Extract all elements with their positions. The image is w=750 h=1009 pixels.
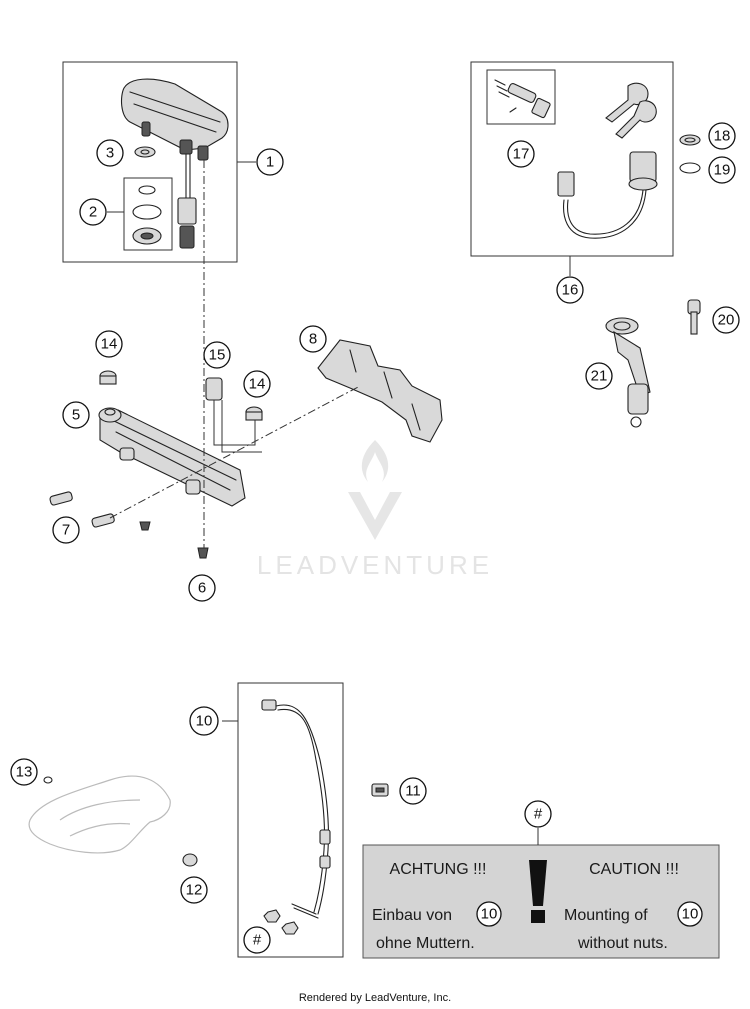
svg-text:7: 7 <box>62 522 70 539</box>
caution-en-line1: Mounting of <box>564 907 648 924</box>
callout-20[interactable]: 20 <box>712 306 740 334</box>
callout-14b[interactable]: 14 <box>243 370 271 398</box>
callout-6[interactable]: 6 <box>188 574 216 602</box>
callout-13[interactable]: 13 <box>10 758 38 786</box>
part-11-connector <box>371 783 389 797</box>
callout-16[interactable]: 16 <box>556 276 584 304</box>
part-7-bolts <box>49 491 151 531</box>
svg-text:14: 14 <box>249 376 266 393</box>
callout-7[interactable]: 7 <box>52 516 80 544</box>
svg-text:5: 5 <box>72 407 80 424</box>
svg-text:11: 11 <box>405 783 421 800</box>
svg-text:21: 21 <box>591 368 608 385</box>
cable-box <box>237 682 344 958</box>
part-12-nut <box>182 853 198 867</box>
svg-text:3: 3 <box>106 145 114 162</box>
part-20-key-icon <box>687 299 701 335</box>
watermark: LEADVENTURE <box>257 440 493 580</box>
watermark-text: LEADVENTURE <box>257 550 493 580</box>
callout-14a[interactable]: 14 <box>95 330 123 358</box>
keys-icon <box>605 82 657 139</box>
part-10-cable <box>261 699 331 919</box>
callout-hash-bottom[interactable]: # <box>243 926 271 954</box>
caution-de-ref-circle <box>476 901 502 927</box>
watermark-logo-icon <box>348 440 402 540</box>
svg-text:2: 2 <box>89 204 97 221</box>
svg-text:20: 20 <box>718 312 735 329</box>
callout-17[interactable]: 17 <box>507 140 535 168</box>
part-17-box <box>486 69 556 125</box>
leader-15 <box>213 400 256 446</box>
part-5-grommet <box>98 407 122 423</box>
svg-text:17: 17 <box>513 146 530 163</box>
callout-5[interactable]: 5 <box>62 401 90 429</box>
callout-1[interactable]: 1 <box>256 148 284 176</box>
part-13-clip <box>43 776 53 784</box>
callout-18[interactable]: 18 <box>708 122 736 150</box>
part-14-grommet-left <box>99 370 117 385</box>
svg-text:19: 19 <box>714 162 731 179</box>
lock-set-box <box>470 61 674 257</box>
part-6-screw <box>197 547 209 559</box>
caution-en-heading: CAUTION !!! <box>589 861 679 878</box>
part-18-washer <box>679 134 701 146</box>
caution-de-ref: 10 <box>481 906 498 923</box>
caution-panel: ACHTUNG !!! CAUTION !!! Einbau von 10 oh… <box>362 844 720 959</box>
nuts-icon <box>263 909 299 935</box>
svg-text:10: 10 <box>196 713 213 730</box>
leader-14b <box>221 400 262 453</box>
svg-text:16: 16 <box>562 282 579 299</box>
svg-text:6: 6 <box>198 580 206 597</box>
caution-de-line2: ohne Muttern. <box>376 935 475 952</box>
caution-en-line2: without nuts. <box>577 935 668 952</box>
part-8-bracket <box>317 339 443 443</box>
callout-19[interactable]: 19 <box>708 156 736 184</box>
callout-hash-top[interactable]: # <box>524 800 552 828</box>
part-2-seals <box>132 185 162 245</box>
part-3-washer <box>134 146 156 158</box>
callout-8[interactable]: 8 <box>299 325 327 353</box>
caution-de-line1: Einbau von <box>372 907 452 924</box>
svg-text:#: # <box>534 806 543 823</box>
instrument-cluster <box>120 78 229 249</box>
part-2-box <box>123 177 173 251</box>
svg-text:13: 13 <box>16 764 33 781</box>
svg-text:8: 8 <box>309 331 317 348</box>
callout-12[interactable]: 12 <box>180 876 208 904</box>
svg-text:15: 15 <box>209 347 226 364</box>
callout-15[interactable]: 15 <box>203 341 231 369</box>
frame-outline <box>28 775 171 854</box>
part-15-spacer <box>205 377 223 401</box>
caution-de-heading: ACHTUNG !!! <box>390 861 487 878</box>
part-14-grommet-right <box>245 406 263 421</box>
callout-21[interactable]: 21 <box>585 362 613 390</box>
ignition-switch <box>557 151 658 239</box>
callout-2[interactable]: 2 <box>79 198 107 226</box>
callout-11[interactable]: 11 <box>399 777 427 805</box>
callout-10[interactable]: 10 <box>189 706 219 736</box>
footer-credit: Rendered by LeadVenture, Inc. <box>299 992 451 1004</box>
svg-text:18: 18 <box>714 128 731 145</box>
part-21-seat-lock <box>605 317 651 428</box>
axis-line-diagonal <box>109 385 361 519</box>
callout-3[interactable]: 3 <box>96 139 124 167</box>
svg-text:1: 1 <box>266 154 274 171</box>
svg-text:14: 14 <box>101 336 118 353</box>
caution-en-ref: 10 <box>682 906 699 923</box>
exclamation-mark-icon <box>529 860 547 923</box>
part-17-lock-cylinder <box>494 79 551 119</box>
mounting-bracket <box>99 409 246 507</box>
svg-text:#: # <box>253 932 262 949</box>
svg-text:12: 12 <box>186 882 203 899</box>
caution-en-ref-circle <box>677 901 703 927</box>
part-19-ring <box>679 162 701 174</box>
